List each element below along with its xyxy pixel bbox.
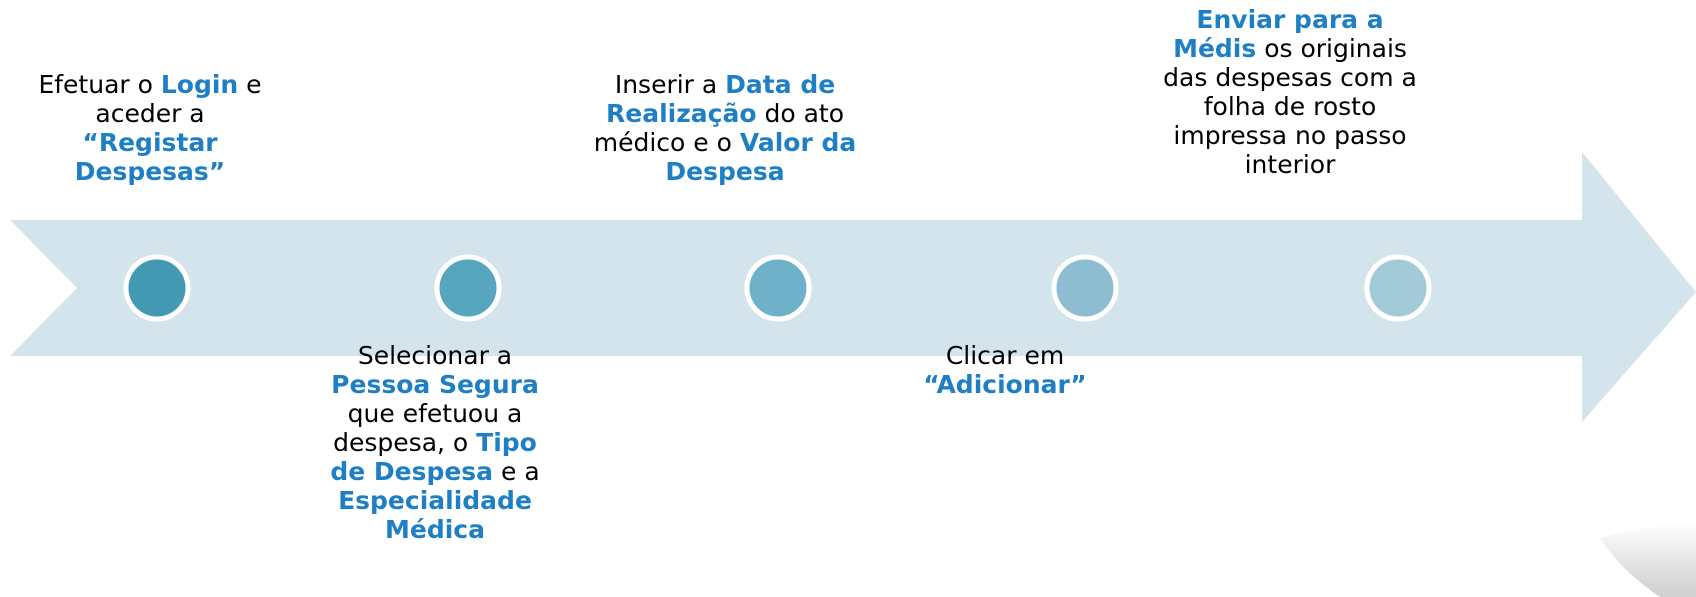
step-node-1 [123,254,191,322]
step-5-part-2: os originais das despesas com a folha de… [1163,34,1417,179]
step-node-3 [744,254,812,322]
step-2-part-6: Especialidade Médica [338,486,532,544]
step-1-part-2: Login [160,70,239,99]
step-4-text: Clicar em “Adicionar” [880,341,1130,399]
step-2-part-5: e a [493,457,540,486]
step-4-part-2: “Adicionar” [923,370,1087,399]
step-1-part-3: e aceder a [95,70,262,128]
timeline-arrow [10,152,1696,422]
step-3-part-1: Inserir a [614,70,726,99]
step-5-part-1: Enviar para a Médis [1173,5,1384,63]
step-node-5 [1364,254,1432,322]
step-node-4 [1051,254,1119,322]
step-5-text: Enviar para a Médis os originais das des… [1155,5,1425,179]
step-2-text: Selecionar a Pessoa Segura que efetuou a… [320,341,550,544]
step-2-part-4: Tipo de Despesa [330,428,537,486]
step-3-text: Inserir a Data de Realização do ato médi… [590,70,860,186]
step-1-part-1: Efetuar o [38,70,161,99]
step-3-part-4: Valor da Despesa [665,128,857,186]
step-3-part-3: do ato médico e o [593,99,844,157]
step-1-text: Efetuar o Login e aceder a “Registar Des… [25,70,275,186]
decorative-corner-shape [1600,523,1696,597]
step-4-part-1: Clicar em [945,341,1065,370]
step-node-2 [434,254,502,322]
step-2-part-1: Selecionar a [357,341,513,370]
step-2-part-2: Pessoa Segura [331,370,539,399]
step-2-part-3: que efetuou a despesa, o [333,399,523,457]
step-3-part-2: Data de Realização [606,70,836,128]
step-1-part-4: “Registar Despesas” [74,128,226,186]
